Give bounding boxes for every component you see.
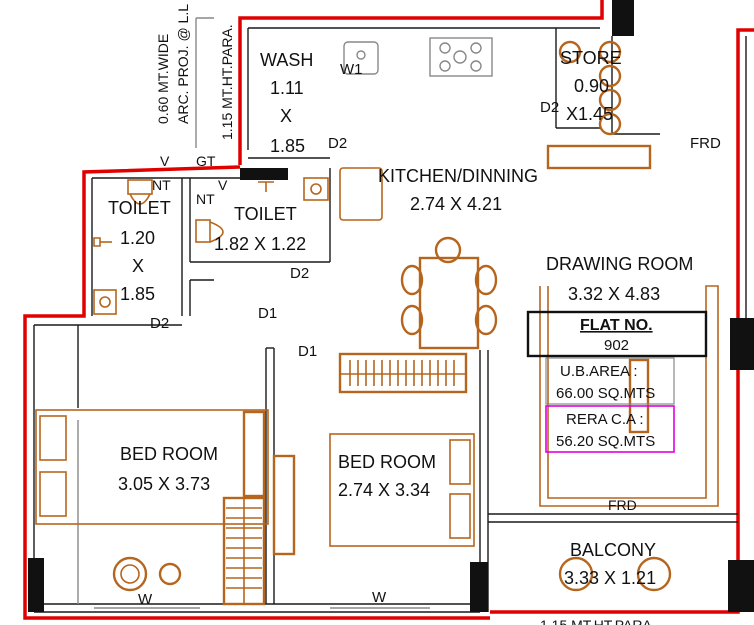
balcony-dim: 3.33 X 1.21 bbox=[564, 568, 656, 588]
toilet1-width: 1.20 bbox=[120, 228, 155, 248]
door-d2-toilet2: D2 bbox=[290, 265, 309, 282]
flat-no-label: FLAT NO. bbox=[580, 317, 653, 334]
ub-area-value: 66.00 SQ.MTS bbox=[556, 385, 655, 402]
wash-height: 1.85 bbox=[270, 136, 305, 156]
side-note-2: ARC. PROJ. @ L.L bbox=[175, 4, 191, 124]
wash-x: X bbox=[280, 106, 292, 126]
door-d2-toilet1: D2 bbox=[150, 315, 169, 332]
window-w1-label: W1 bbox=[340, 61, 363, 78]
walls bbox=[28, 0, 754, 613]
store-dim: X1.45 bbox=[566, 104, 613, 124]
store-width: 0.90 bbox=[574, 76, 609, 96]
bedroom1-label: BED ROOM bbox=[120, 444, 218, 464]
toilet1-x: X bbox=[132, 256, 144, 276]
side-note-3: 1.15 MT.HT.PARA. bbox=[219, 24, 235, 140]
rera-area-value: 56.20 SQ.MTS bbox=[556, 433, 655, 450]
vent-label-1: V bbox=[160, 153, 170, 169]
nt-label-1: NT bbox=[152, 177, 171, 193]
rera-area-box bbox=[545, 405, 675, 453]
drawing-room-dim: 3.32 X 4.83 bbox=[568, 284, 660, 304]
door-d1-left: D1 bbox=[258, 305, 277, 322]
toilet2-label: TOILET bbox=[234, 204, 297, 224]
furniture bbox=[35, 37, 719, 606]
window-w-bed1: W bbox=[138, 591, 153, 608]
store-label: STORE bbox=[560, 48, 622, 68]
toilet1-height: 1.85 bbox=[120, 284, 155, 304]
bedroom1-dim: 3.05 X 3.73 bbox=[118, 474, 210, 494]
wash-width: 1.11 bbox=[270, 78, 304, 98]
flat-number-box bbox=[526, 310, 708, 358]
bottom-note: 1.15 MT.HT.PARA bbox=[540, 617, 652, 625]
nt-label-2: NT bbox=[196, 191, 215, 207]
bedroom2-label: BED ROOM bbox=[338, 452, 436, 472]
boundary-line bbox=[23, 165, 490, 620]
ub-area-label: U.B.AREA : bbox=[560, 363, 638, 380]
kitchen-dim: 2.74 X 4.21 bbox=[410, 194, 502, 214]
balcony-label: BALCONY bbox=[570, 540, 656, 560]
gt-label: GT bbox=[196, 153, 216, 169]
vent-label-2: V bbox=[218, 177, 228, 193]
bedroom2-dim: 2.74 X 3.34 bbox=[338, 480, 430, 500]
rera-area-label: RERA C.A : bbox=[566, 411, 644, 428]
door-d2-wash: D2 bbox=[328, 135, 347, 152]
ub-area-box bbox=[545, 357, 675, 405]
drawing-room-label: DRAWING ROOM bbox=[546, 254, 693, 274]
boundary-line bbox=[238, 0, 604, 165]
flat-no-value: 902 bbox=[604, 337, 629, 354]
window-w-bed2: W bbox=[372, 589, 387, 606]
toilet1-label: TOILET bbox=[108, 198, 171, 218]
side-note-1: 0.60 MT.WIDE bbox=[155, 34, 171, 124]
frd-balcony-label: FRD bbox=[608, 497, 637, 513]
wash-label: WASH bbox=[260, 50, 313, 70]
frd-top-label: FRD bbox=[690, 135, 721, 152]
door-d1-mid: D1 bbox=[298, 343, 317, 360]
door-d2-store: D2 bbox=[540, 99, 559, 116]
toilet2-dim: 1.82 X 1.22 bbox=[214, 234, 306, 254]
kitchen-label: KITCHEN/DINNING bbox=[378, 166, 538, 186]
